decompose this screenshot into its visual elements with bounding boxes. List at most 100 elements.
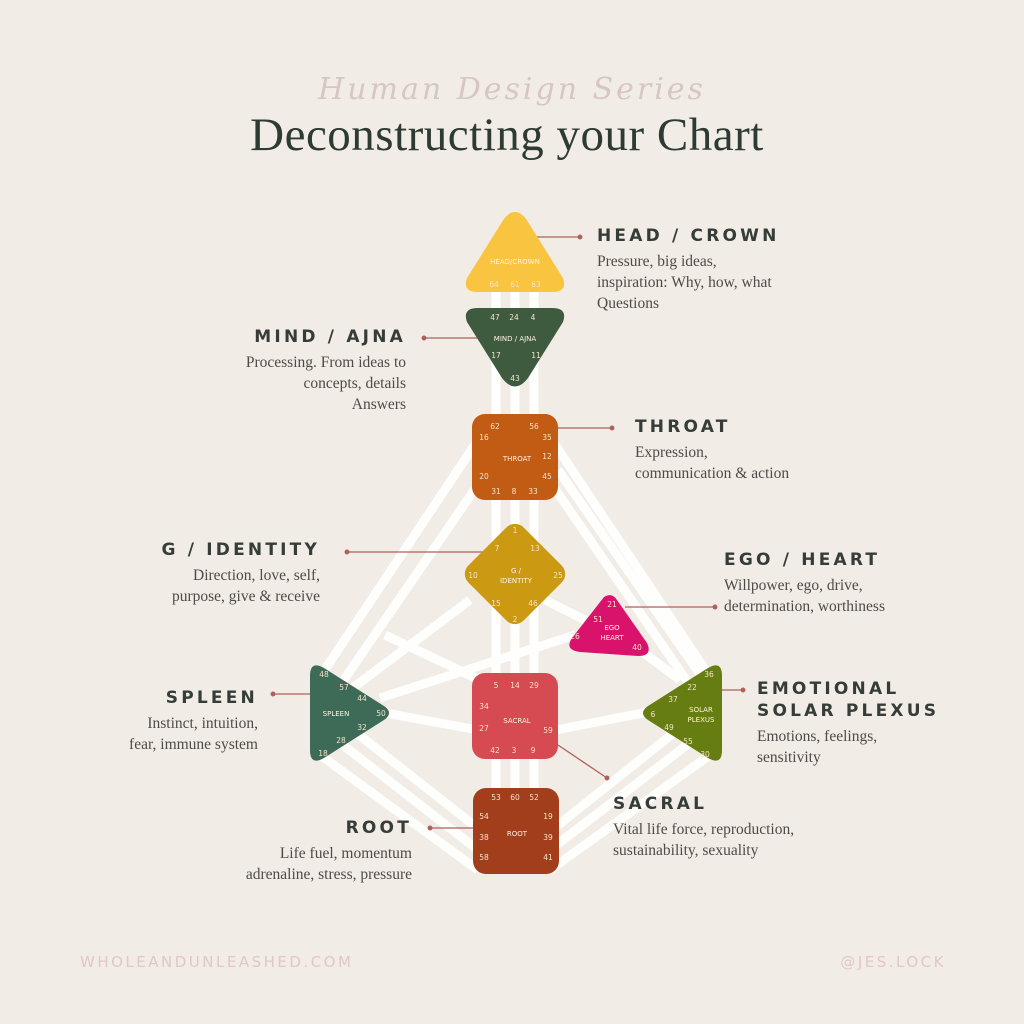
gate-48: 48 <box>319 670 329 679</box>
gate-4: 4 <box>531 313 536 322</box>
social-handle[interactable]: @JES.LOCK <box>840 953 946 971</box>
gate-22: 22 <box>687 683 697 692</box>
gate-19: 19 <box>543 812 553 821</box>
gate-2: 2 <box>513 615 518 624</box>
throat-label: THROAT <box>502 455 532 463</box>
gate-26: 26 <box>570 632 580 641</box>
gate-52: 52 <box>529 793 539 802</box>
gate-34: 34 <box>479 702 489 711</box>
gate-32: 32 <box>357 723 367 732</box>
label-g-title: G / IDENTITY <box>161 540 320 560</box>
gate-64: 64 <box>489 280 499 289</box>
sacral-shape <box>472 673 558 759</box>
label-ego-title: EGO / HEART <box>724 550 881 570</box>
label-sacral: SACRAL Vital life force, reproduction, s… <box>613 793 873 861</box>
gate-35: 35 <box>542 433 552 442</box>
gate-38: 38 <box>479 833 489 842</box>
gate-9: 9 <box>531 746 536 755</box>
gate-56: 56 <box>529 422 539 431</box>
label-solar-title-line2: SOLAR PLEXUS <box>757 701 940 721</box>
page-title: Deconstructing your Chart <box>250 109 764 161</box>
gate-17: 17 <box>491 351 501 360</box>
gate-31: 31 <box>491 487 501 496</box>
label-ajna: MIND / AJNA Processing. From ideas to co… <box>180 326 406 415</box>
gate-6: 6 <box>651 710 656 719</box>
center-sacral[interactable]: 5 14 29 34 SACRAL 27 59 42 3 9 <box>472 673 558 759</box>
center-ego-heart[interactable]: 21 51 EGO HEART 26 40 <box>569 595 649 656</box>
root-shape <box>473 788 559 874</box>
label-spleen-title: SPLEEN <box>165 688 258 708</box>
website-link[interactable]: WHOLEANDUNLEASHED.COM <box>80 953 354 971</box>
gate-39: 39 <box>543 833 553 842</box>
gate-21: 21 <box>607 600 617 609</box>
label-spleen-desc: Instinct, intuition, fear, immune system <box>129 715 258 753</box>
gate-10: 10 <box>468 571 478 580</box>
label-head-title: HEAD / CROWN <box>597 226 780 246</box>
center-root[interactable]: 53 60 52 54 19 ROOT 38 39 58 41 <box>473 788 559 874</box>
gate-7: 7 <box>495 544 500 553</box>
gate-28: 28 <box>336 736 346 745</box>
gate-40: 40 <box>632 643 642 652</box>
gate-43: 43 <box>510 374 520 383</box>
gate-13: 13 <box>530 544 540 553</box>
gate-36: 36 <box>704 670 714 679</box>
gate-46: 46 <box>528 599 538 608</box>
gate-15: 15 <box>491 599 501 608</box>
solar-label-line2: PLEXUS <box>688 716 715 724</box>
spleen-shape <box>310 665 389 761</box>
gate-37: 37 <box>668 695 678 704</box>
center-throat[interactable]: 62 56 16 35 THROAT 12 20 45 31 8 33 <box>472 414 558 500</box>
label-g-identity: G / IDENTITY Direction, love, self, purp… <box>110 539 320 607</box>
ego-label-line1: EGO <box>604 624 620 632</box>
label-ego-heart: EGO / HEART Willpower, ego, drive, deter… <box>724 549 984 617</box>
gate-49: 49 <box>664 723 674 732</box>
gate-41: 41 <box>543 853 553 862</box>
gate-45: 45 <box>542 472 552 481</box>
label-solar-plexus: EMOTIONAL SOLAR PLEXUS Emotions, feeling… <box>757 678 987 768</box>
g-label-line1: G / <box>511 567 522 575</box>
label-root-desc: Life fuel, momentum adrenaline, stress, … <box>245 845 412 883</box>
label-throat: THROAT Expression, communication & actio… <box>635 416 875 484</box>
series-title: Human Design Series <box>318 72 706 107</box>
label-solar-desc: Emotions, feelings, sensitivity <box>757 728 878 766</box>
center-spleen[interactable]: 48 57 44 SPLEEN 50 32 28 18 <box>310 665 389 761</box>
gate-1: 1 <box>513 526 518 535</box>
leader-lines <box>270 234 746 831</box>
label-solar-title-line1: EMOTIONAL <box>757 679 900 699</box>
gate-18: 18 <box>318 749 328 758</box>
gate-12: 12 <box>542 452 552 461</box>
ajna-label: MIND / AJNA <box>494 335 537 343</box>
ajna-shape <box>465 308 565 387</box>
spleen-label: SPLEEN <box>323 710 350 718</box>
gate-33: 33 <box>528 487 538 496</box>
head-shape <box>465 212 565 292</box>
ego-label-line2: HEART <box>600 634 624 642</box>
center-ajna[interactable]: 47 24 4 MIND / AJNA 17 11 43 <box>465 308 565 387</box>
label-throat-title: THROAT <box>635 417 731 437</box>
center-head-crown[interactable]: HEAD/CROWN 64 61 63 <box>465 212 565 292</box>
gate-58: 58 <box>479 853 489 862</box>
gate-29: 29 <box>529 681 539 690</box>
gate-54: 54 <box>479 812 489 821</box>
gate-16: 16 <box>479 433 489 442</box>
gate-5: 5 <box>494 681 499 690</box>
label-head-desc: Pressure, big ideas, inspiration: Why, h… <box>597 253 772 312</box>
throat-shape <box>472 414 558 500</box>
gate-51: 51 <box>593 615 603 624</box>
solar-label-line1: SOLAR <box>689 706 713 714</box>
gate-8: 8 <box>512 487 517 496</box>
gate-47: 47 <box>490 313 500 322</box>
gate-53: 53 <box>491 793 501 802</box>
gate-63: 63 <box>531 280 541 289</box>
gate-44: 44 <box>357 694 367 703</box>
center-g-identity[interactable]: 1 7 13 10 G / IDENTITY 25 15 46 2 <box>460 519 570 629</box>
label-root-title: ROOT <box>345 818 412 838</box>
gate-24: 24 <box>509 313 519 322</box>
center-solar-plexus[interactable]: 36 22 37 SOLAR PLEXUS 6 49 55 30 <box>643 665 722 761</box>
gate-20: 20 <box>479 472 489 481</box>
gate-30: 30 <box>700 750 710 759</box>
ego-shape <box>569 595 649 656</box>
label-spleen: SPLEEN Instinct, intuition, fear, immune… <box>80 687 258 755</box>
label-ajna-desc: Processing. From ideas to concepts, deta… <box>245 354 406 413</box>
